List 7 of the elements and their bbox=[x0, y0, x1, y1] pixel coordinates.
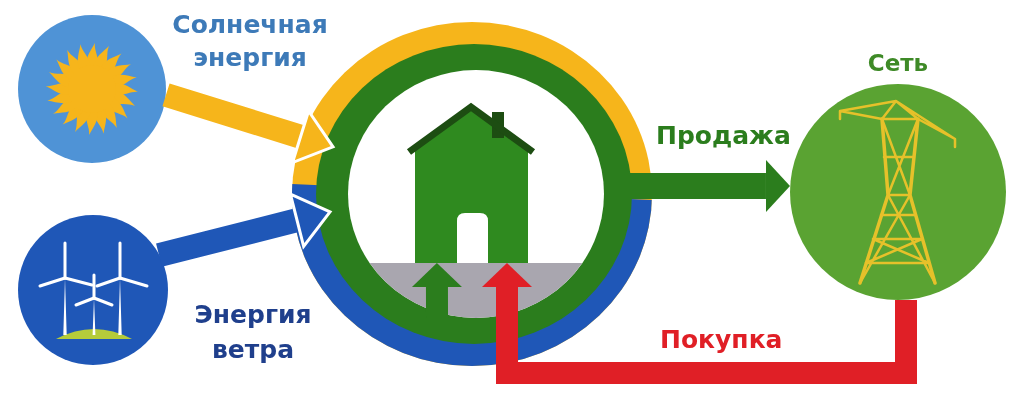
node-heading: Сеть bbox=[867, 49, 929, 78]
arrow bbox=[162, 83, 337, 165]
source-label: Энергия ветра bbox=[193, 299, 313, 366]
arrow bbox=[630, 160, 790, 213]
source-label: Солнечная энергия bbox=[171, 9, 329, 74]
arrow bbox=[156, 192, 333, 267]
house-icon bbox=[406, 100, 536, 263]
